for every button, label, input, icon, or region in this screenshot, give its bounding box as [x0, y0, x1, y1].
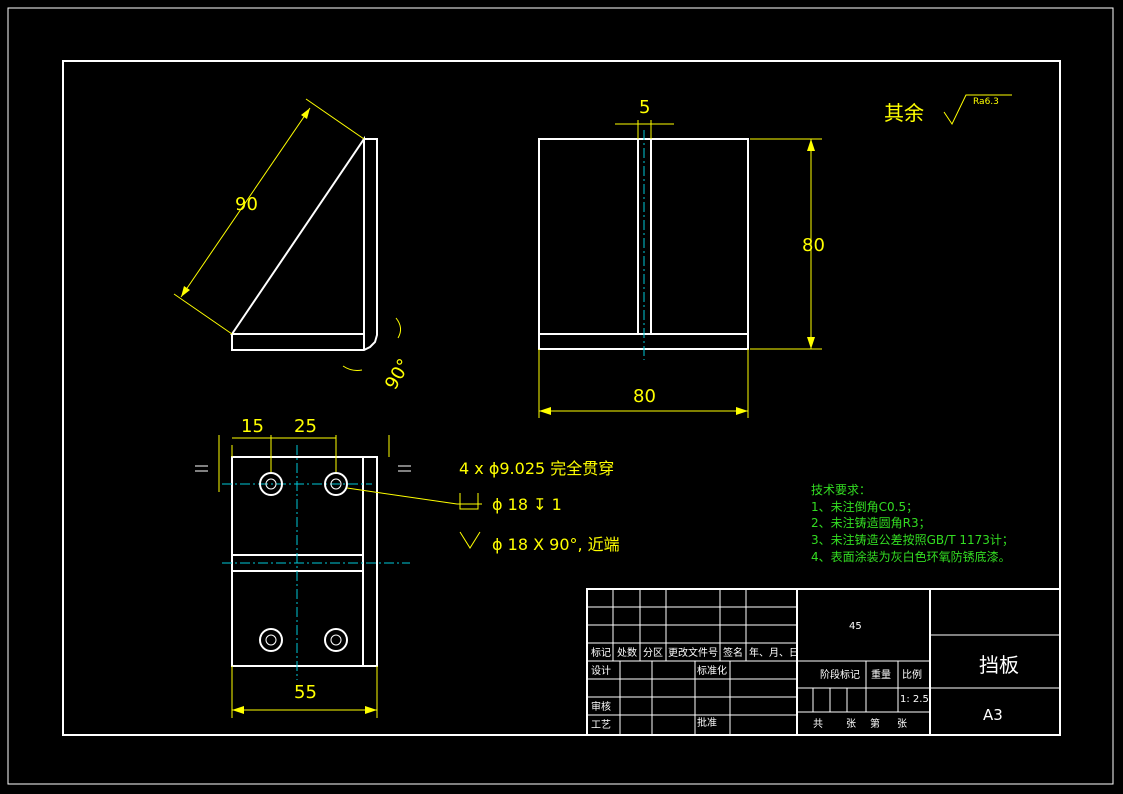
- tb-sheets2: 张: [897, 718, 907, 730]
- dim-front-height: 80: [802, 235, 825, 256]
- tb-review: 审核: [591, 700, 611, 713]
- hole-note-line2: ϕ 18 ↧ 1: [492, 495, 562, 514]
- hole-top-left: [259, 472, 283, 496]
- roughness-value: Ra6.3: [973, 97, 999, 107]
- dim-front-width: 80: [633, 386, 656, 407]
- dim-bottom-25: 25: [294, 416, 317, 437]
- tb-scale: 1: 2.5: [900, 694, 929, 705]
- tb-sheet-size: A3: [983, 706, 1003, 724]
- tb-header-docno: 更改文件号: [668, 646, 718, 659]
- tech-req-title: 技术要求：: [811, 483, 871, 497]
- bottom-view: 15 25 55: [195, 416, 411, 718]
- hole-bottom-right: [324, 628, 348, 652]
- outer-border: [7, 7, 1114, 785]
- tb-ratio: 比例: [902, 668, 922, 681]
- tb-header-count: 处数: [617, 646, 637, 659]
- hole-note-line1: 4 x ϕ9.025 完全贯穿: [459, 459, 614, 478]
- tb-header-zone: 分区: [643, 647, 663, 659]
- roughness-label: 其余: [884, 101, 924, 125]
- dim-front-5: 5: [639, 97, 650, 118]
- tb-weight: 重量: [871, 668, 891, 681]
- tech-req-item-2: 2、未注铸造圆角R3；: [811, 515, 931, 530]
- tech-req-item-1: 1、未注倒角C0.5；: [811, 499, 918, 514]
- hole-note-line3: ϕ 18 X 90°, 近端: [492, 535, 620, 554]
- dim-bottom-15: 15: [241, 416, 264, 437]
- roughness-symbol: 其余 Ra6.3: [884, 94, 1012, 126]
- hole-top-right: [324, 472, 348, 496]
- tech-requirements: 技术要求： 1、未注倒角C0.5； 2、未注铸造圆角R3； 3、未注铸造公差按照…: [811, 483, 1014, 564]
- dim-side-90: 90: [235, 194, 258, 215]
- dim-side-angle: 90°: [381, 355, 415, 393]
- tb-approve: 批准: [697, 716, 717, 729]
- tb-page: 第: [870, 717, 880, 730]
- hole-callout: 4 x ϕ9.025 完全贯穿 ϕ 18 ↧ 1 ϕ 18 X 90°, 近端: [346, 459, 620, 554]
- tb-sheets: 张: [846, 718, 856, 730]
- tb-total: 共: [813, 718, 823, 730]
- side-view: 90 90°: [173, 98, 415, 393]
- tb-header-date: 年、月、日: [749, 646, 799, 659]
- dim-bottom-55: 55: [294, 682, 317, 703]
- tb-stage-mark: 阶段标记: [820, 668, 860, 681]
- tech-req-item-3: 3、未注铸造公差按照GB/T 1173计；: [811, 532, 1014, 547]
- tb-design: 设计: [591, 664, 611, 677]
- hole-bottom-left: [259, 628, 283, 652]
- tech-req-item-4: 4、表面涂装为灰白色环氧防锈底漆。: [811, 549, 1011, 564]
- front-view: 5 80 80: [538, 97, 825, 418]
- tb-part-name: 挡板: [979, 653, 1019, 677]
- tb-standard: 标准化: [697, 664, 727, 677]
- tb-header-mark: 标记: [591, 647, 611, 659]
- tb-process: 工艺: [591, 719, 611, 731]
- title-block: 标记 处数 分区 更改文件号 签名 年、月、日 设计 标准化 审核 工艺 批准 …: [586, 588, 1061, 736]
- inner-frame: [62, 60, 1061, 736]
- tb-material: 45: [849, 621, 862, 632]
- tb-header-sign: 签名: [723, 646, 743, 659]
